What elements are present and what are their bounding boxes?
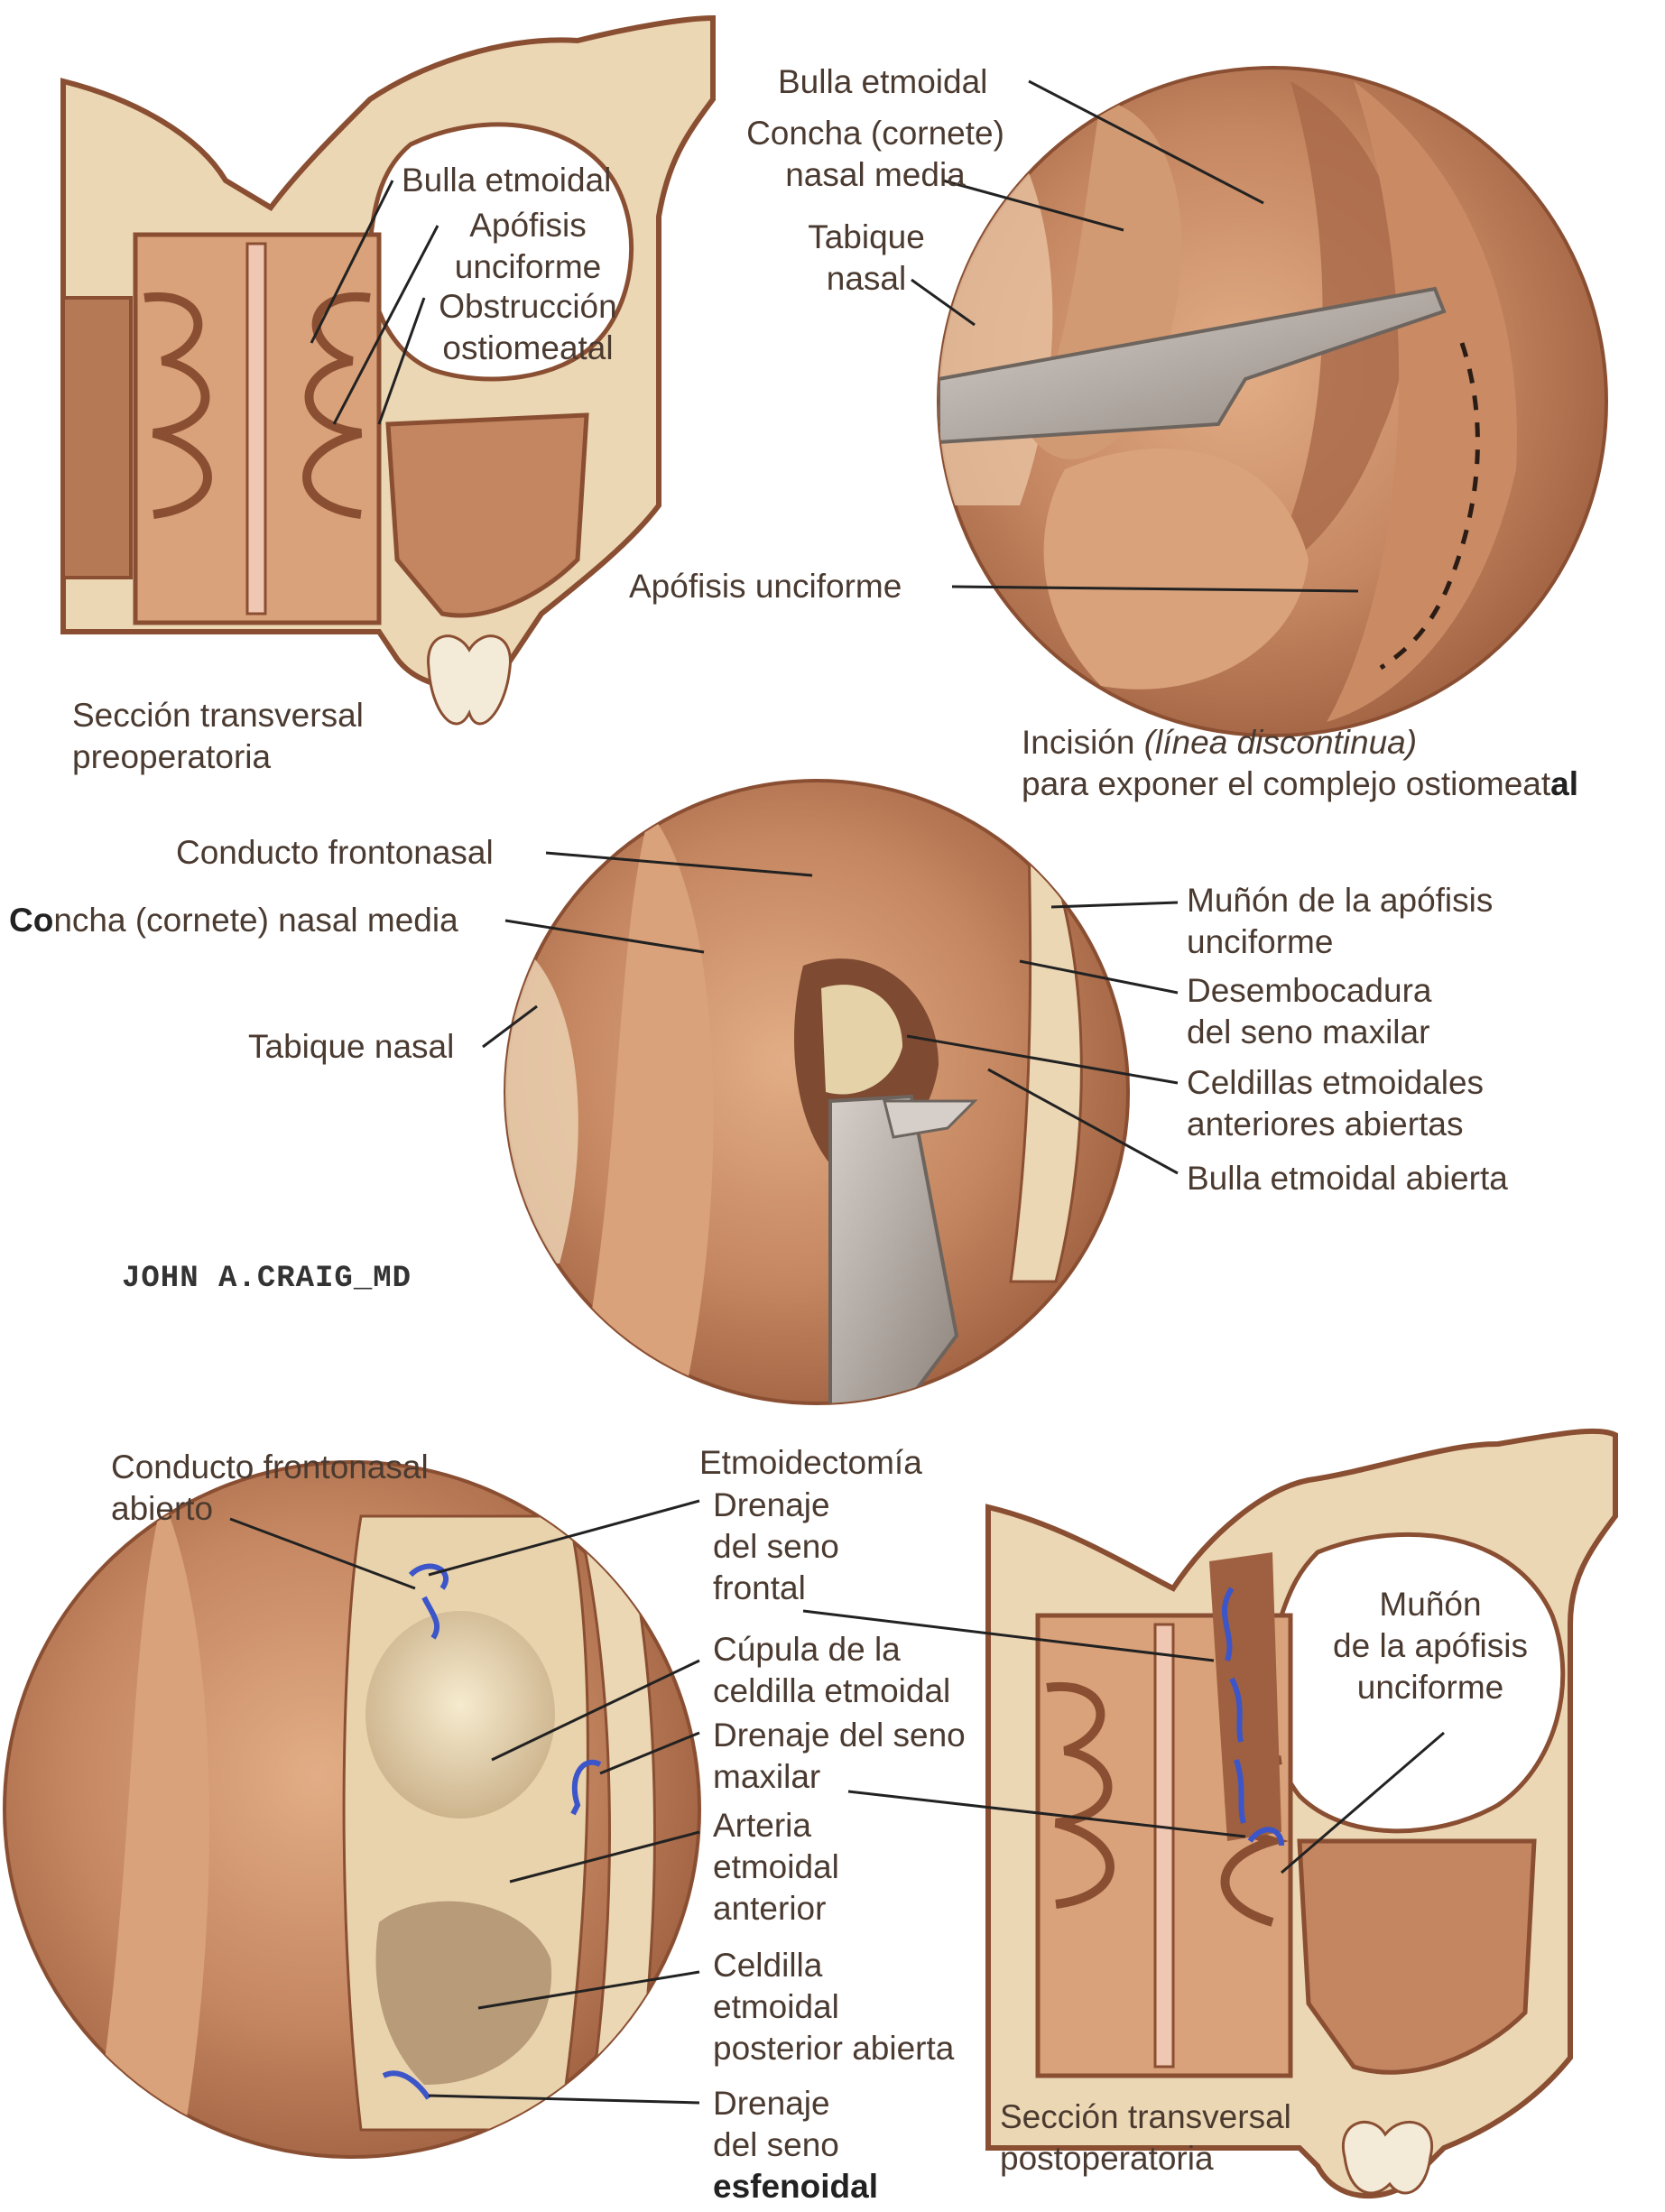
caption-incision-text: Incisión <box>1022 724 1144 761</box>
caption-preoperatoria: Sección transversal preoperatoria <box>72 695 364 778</box>
label-celdilla-line1: Celdilla <box>713 1945 954 1986</box>
label-etmoidectomia: Etmoidectomía <box>699 1442 922 1484</box>
caption-postop-line2: postoperatoria <box>1000 2138 1291 2180</box>
label-celdilla-line2: etmoidal <box>713 1986 954 2028</box>
label-desemb-line2: del seno maxilar <box>1187 1012 1431 1053</box>
label-munon-line2: unciforme <box>1187 921 1493 963</box>
label-drenaje-maxilar-line1: Drenaje del seno <box>713 1715 966 1756</box>
label-obstruccion-line1: Obstrucción <box>415 286 641 328</box>
caption-incision: Incisión (línea discontinua) para expone… <box>1022 722 1578 805</box>
label-conducto-frontonasal: Conducto frontonasal <box>176 832 494 874</box>
label-tabique-line1: Tabique <box>794 217 939 258</box>
label-drenaje-esf-line3: esfenoidal <box>713 2166 878 2207</box>
label-apofisis-unciforme-preop: Apófisis unciforme <box>424 205 632 288</box>
label-arteria-line3: anterior <box>713 1888 839 1930</box>
label-arteria-line1: Arteria <box>713 1805 839 1846</box>
caption-incision-line2: para exponer el complejo ostiomeatal <box>1022 764 1578 805</box>
caption-preop-line2: preoperatoria <box>72 736 364 778</box>
label-apofisis-line1: Apófisis <box>424 205 632 246</box>
label-munon-apofisis-endo2: Muñón de la apófisis unciforme <box>1187 880 1493 963</box>
caption-postoperatoria: Sección transversal postoperatoria <box>1000 2096 1291 2180</box>
label-celdillas-line2: anteriores abiertas <box>1187 1104 1484 1145</box>
label-concha-media-endo1: Concha (cornete) nasal media <box>731 113 1020 196</box>
label-munon-postop-line3: unciforme <box>1322 1667 1539 1708</box>
label-conducto-abierto-line2: abierto <box>111 1488 429 1530</box>
label-bulla-etmoidal-endo1: Bulla etmoidal <box>778 61 987 103</box>
label-cupula-line1: Cúpula de la <box>713 1629 950 1671</box>
label-obstruccion-line2: ostiomeatal <box>415 328 641 369</box>
label-bulla-etmoidal-preop: Bulla etmoidal <box>402 160 611 201</box>
label-drenaje-seno-frontal: Drenaje del seno frontal <box>713 1485 839 1609</box>
label-drenaje-frontal-line3: frontal <box>713 1568 839 1609</box>
label-desembocadura-seno-maxilar: Desembocadura del seno maxilar <box>1187 970 1431 1053</box>
label-drenaje-maxilar-line2: maxilar <box>713 1756 966 1798</box>
label-concha-line1: Concha (cornete) <box>731 113 1020 154</box>
label-concha-rest: ncha (cornete) nasal media <box>53 902 458 939</box>
label-drenaje-esf-line2: del seno <box>713 2124 878 2166</box>
label-arteria-etmoidal-anterior: Arteria etmoidal anterior <box>713 1805 839 1930</box>
endoscopic-view-3 <box>5 1462 699 2157</box>
label-concha-media-endo2: Concha (cornete) nasal media <box>9 900 458 941</box>
caption-incision-line2-text: para exponer el complejo ostiomeat <box>1022 765 1550 802</box>
label-drenaje-frontal-line2: del seno <box>713 1526 839 1568</box>
endoscopic-view-1 <box>939 68 1606 736</box>
label-cupula-celdilla-etmoidal: Cúpula de la celdilla etmoidal <box>713 1629 950 1712</box>
postop-septum <box>1155 1624 1173 2067</box>
preop-cross-section <box>63 18 713 724</box>
label-drenaje-seno-maxilar: Drenaje del seno maxilar <box>713 1715 966 1798</box>
label-celdillas-etmoidales-anteriores: Celdillas etmoidales anteriores abiertas <box>1187 1062 1484 1145</box>
label-conducto-abierto-line1: Conducto frontonasal <box>111 1447 429 1488</box>
postop-tooth <box>1343 2122 1431 2193</box>
label-drenaje-esf-line1: Drenaje <box>713 2083 878 2124</box>
label-tabique-line2: nasal <box>794 258 939 300</box>
label-concha-prefix: Co <box>9 902 53 939</box>
label-tabique-nasal-endo2: Tabique nasal <box>248 1026 454 1068</box>
label-apofisis-unciforme-endo1: Apófisis unciforme <box>629 566 902 607</box>
label-drenaje-frontal-line1: Drenaje <box>713 1485 839 1526</box>
caption-incision-line1: Incisión (línea discontinua) <box>1022 722 1578 764</box>
label-apofisis-line2: unciforme <box>424 246 632 288</box>
label-drenaje-seno-esfenoidal: Drenaje del seno esfenoidal <box>713 2083 878 2207</box>
label-obstruccion-ostiomeatal: Obstrucción ostiomeatal <box>415 286 641 369</box>
label-desemb-line1: Desembocadura <box>1187 970 1431 1012</box>
caption-postop-line1: Sección transversal <box>1000 2096 1291 2138</box>
artist-signature: JOHN A.CRAIG_MD <box>122 1262 412 1296</box>
label-arteria-line2: etmoidal <box>713 1846 839 1888</box>
label-munon-line1: Muñón de la apófisis <box>1187 880 1493 921</box>
label-celdilla-etmoidal-posterior: Celdilla etmoidal posterior abierta <box>713 1945 954 2069</box>
postop-cross-section <box>988 1431 1615 2196</box>
label-munon-postop-line1: Muñón <box>1322 1584 1539 1625</box>
label-cupula-line2: celdilla etmoidal <box>713 1671 950 1712</box>
preop-left-sinus <box>63 298 131 578</box>
label-concha-line2: nasal media <box>731 154 1020 196</box>
preop-tooth <box>429 636 511 724</box>
caption-incision-line2-suffix: al <box>1550 765 1578 802</box>
label-bulla-etmoidal-abierta: Bulla etmoidal abierta <box>1187 1158 1508 1199</box>
label-conducto-frontonasal-abierto: Conducto frontonasal abierto <box>111 1447 429 1530</box>
label-tabique-nasal-endo1: Tabique nasal <box>794 217 939 300</box>
caption-incision-italic: (línea discontinua) <box>1144 724 1417 761</box>
label-munon-postop-line2: de la apófisis <box>1322 1625 1539 1667</box>
label-celdillas-line1: Celdillas etmoidales <box>1187 1062 1484 1104</box>
preop-septum <box>247 244 265 614</box>
label-munon-apofisis-postop: Muñón de la apófisis unciforme <box>1322 1584 1539 1708</box>
caption-preop-line1: Sección transversal <box>72 695 364 736</box>
label-celdilla-line3: posterior abierta <box>713 2028 954 2069</box>
